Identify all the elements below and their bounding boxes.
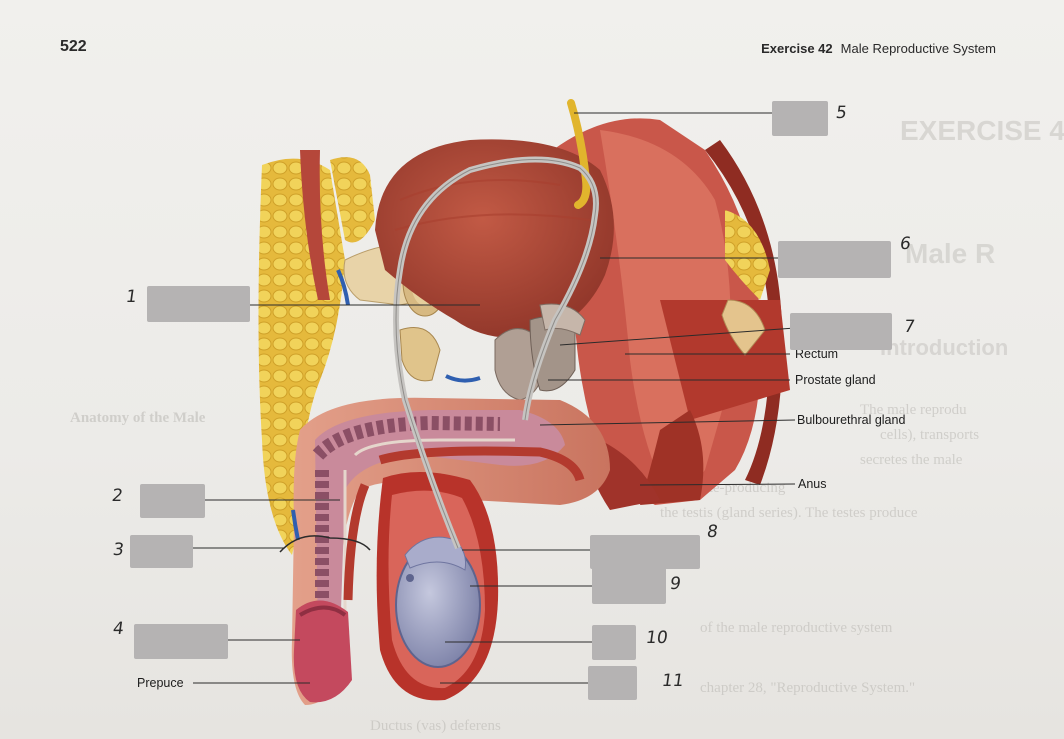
bleed-through-heading: Male R [905, 238, 996, 269]
answer-box-9[interactable] [592, 567, 666, 604]
running-header: Exercise 42 Male Reproductive System [761, 41, 996, 56]
leader-lines [193, 112, 796, 684]
answer-box-1[interactable] [147, 286, 250, 322]
page-number: 522 [60, 38, 87, 55]
chapter-title: Male Reproductive System [840, 41, 996, 56]
answer-box-10[interactable] [592, 625, 636, 660]
handwritten-number-11: 11 [660, 671, 686, 691]
label-bulbourethral-gland: Bulbourethral gland [797, 413, 906, 427]
bleed-through-line: chapter 28, "Reproductive System." [700, 680, 916, 696]
answer-box-4[interactable] [134, 624, 228, 659]
bleed-through-introduction: Introduction [880, 335, 1009, 360]
glans [293, 600, 352, 703]
bleed-through-line: secretes the male [860, 452, 963, 468]
abdominal-muscle [300, 150, 330, 300]
fat-upper [330, 157, 375, 243]
bleed-through-line: Ductus (vas) deferens [370, 718, 501, 734]
label-prostate-gland: Prostate gland [795, 373, 876, 387]
answer-box-8[interactable] [590, 535, 700, 569]
bleed-through-line: the testis (gland series). The testes pr… [660, 505, 918, 521]
vessel [445, 374, 481, 383]
answer-box-7[interactable] [790, 313, 892, 350]
label-prepuce: Prepuce [137, 676, 184, 690]
answer-box-3[interactable] [130, 535, 193, 568]
answer-box-5[interactable] [772, 101, 828, 136]
ureter [567, 99, 591, 209]
epididymis-head [404, 536, 466, 571]
bleed-through-exercise-title: EXERCISE 42 [900, 115, 1064, 146]
label-anus: Anus [798, 477, 827, 491]
handwritten-bracket [279, 535, 371, 553]
bleed-through-line: The male reprodu [860, 402, 967, 418]
label-rectum: Rectum [795, 347, 839, 361]
answer-box-6[interactable] [778, 241, 891, 278]
vessel [336, 269, 350, 306]
exercise-number: Exercise 42 [761, 41, 833, 56]
answer-box-2[interactable] [140, 484, 205, 518]
bladder-striation [399, 179, 561, 201]
bleed-through-line: of the male reproductive system [700, 620, 893, 636]
sacrum [721, 210, 770, 356]
corona [298, 605, 347, 617]
vessel [291, 509, 300, 541]
answer-box-11[interactable] [588, 666, 637, 700]
bleed-through-line: Anatomy of the Male [70, 410, 206, 426]
appendix-testis [406, 574, 414, 582]
handwritten-number-10: 10 [644, 628, 670, 648]
ductus-deferens-outline [395, 158, 597, 549]
bleed-through-line: cells), transports [880, 427, 980, 443]
